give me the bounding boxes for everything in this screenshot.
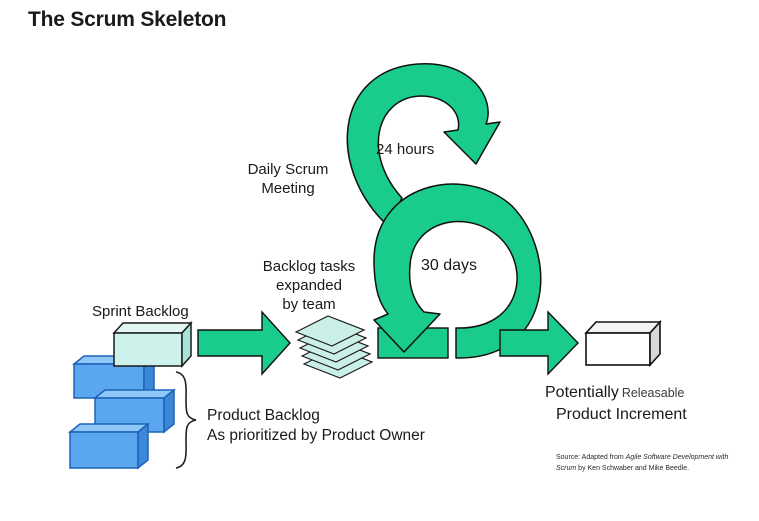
product-backlog-label: Product Backlog As prioritized by Produc… xyxy=(207,406,425,446)
source-prefix: Source: Adapted from xyxy=(556,454,626,461)
backlog-tasks-line-3: by team xyxy=(282,296,336,313)
daily-scrum-line-2: Meeting xyxy=(261,180,315,197)
source-citation: Source: Adapted from Agile Software Deve… xyxy=(556,452,734,474)
daily-cycle-arrow xyxy=(346,63,501,227)
sprint-cycle-arrow xyxy=(373,183,542,359)
flow-arrow-to-increment xyxy=(499,310,579,376)
page-title: The Scrum Skeleton xyxy=(28,8,227,31)
source-book-title: Agile Software Development with Scrum xyxy=(556,454,729,472)
source-suffix: by Ken Schwaber and Mike Beedle. xyxy=(576,465,690,472)
backlog-tasks-line-2: expanded xyxy=(276,277,342,294)
backlog-tasks-sheets xyxy=(294,315,374,379)
backlog-tasks-line-1: Backlog tasks xyxy=(262,258,356,275)
sprint-backlog-label: Sprint Backlog xyxy=(92,303,189,320)
sprint-backlog-box xyxy=(112,321,193,368)
increment-line-1: Potentially xyxy=(545,384,619,401)
backlog-tasks-label: Backlog tasks expanded by team xyxy=(245,257,373,314)
daily-scrum-line-1: Daily Scrum xyxy=(247,161,329,178)
thirty-days-label: 30 days xyxy=(421,257,478,274)
product-backlog-stack xyxy=(67,354,177,470)
releasable-overlay-text: Releasable xyxy=(621,386,685,400)
daily-scrum-label: Daily Scrum Meeting xyxy=(228,160,348,198)
product-increment-box xyxy=(584,319,662,368)
increment-line-2: Product Increment xyxy=(556,406,687,423)
product-backlog-line-1: Product Backlog xyxy=(207,407,320,424)
product-backlog-line-2: As prioritized by Product Owner xyxy=(207,427,425,444)
twenty-four-hours-label: 24 hours xyxy=(376,141,435,158)
flow-arrow-to-tasks xyxy=(197,310,291,376)
product-backlog-brace xyxy=(175,371,197,469)
